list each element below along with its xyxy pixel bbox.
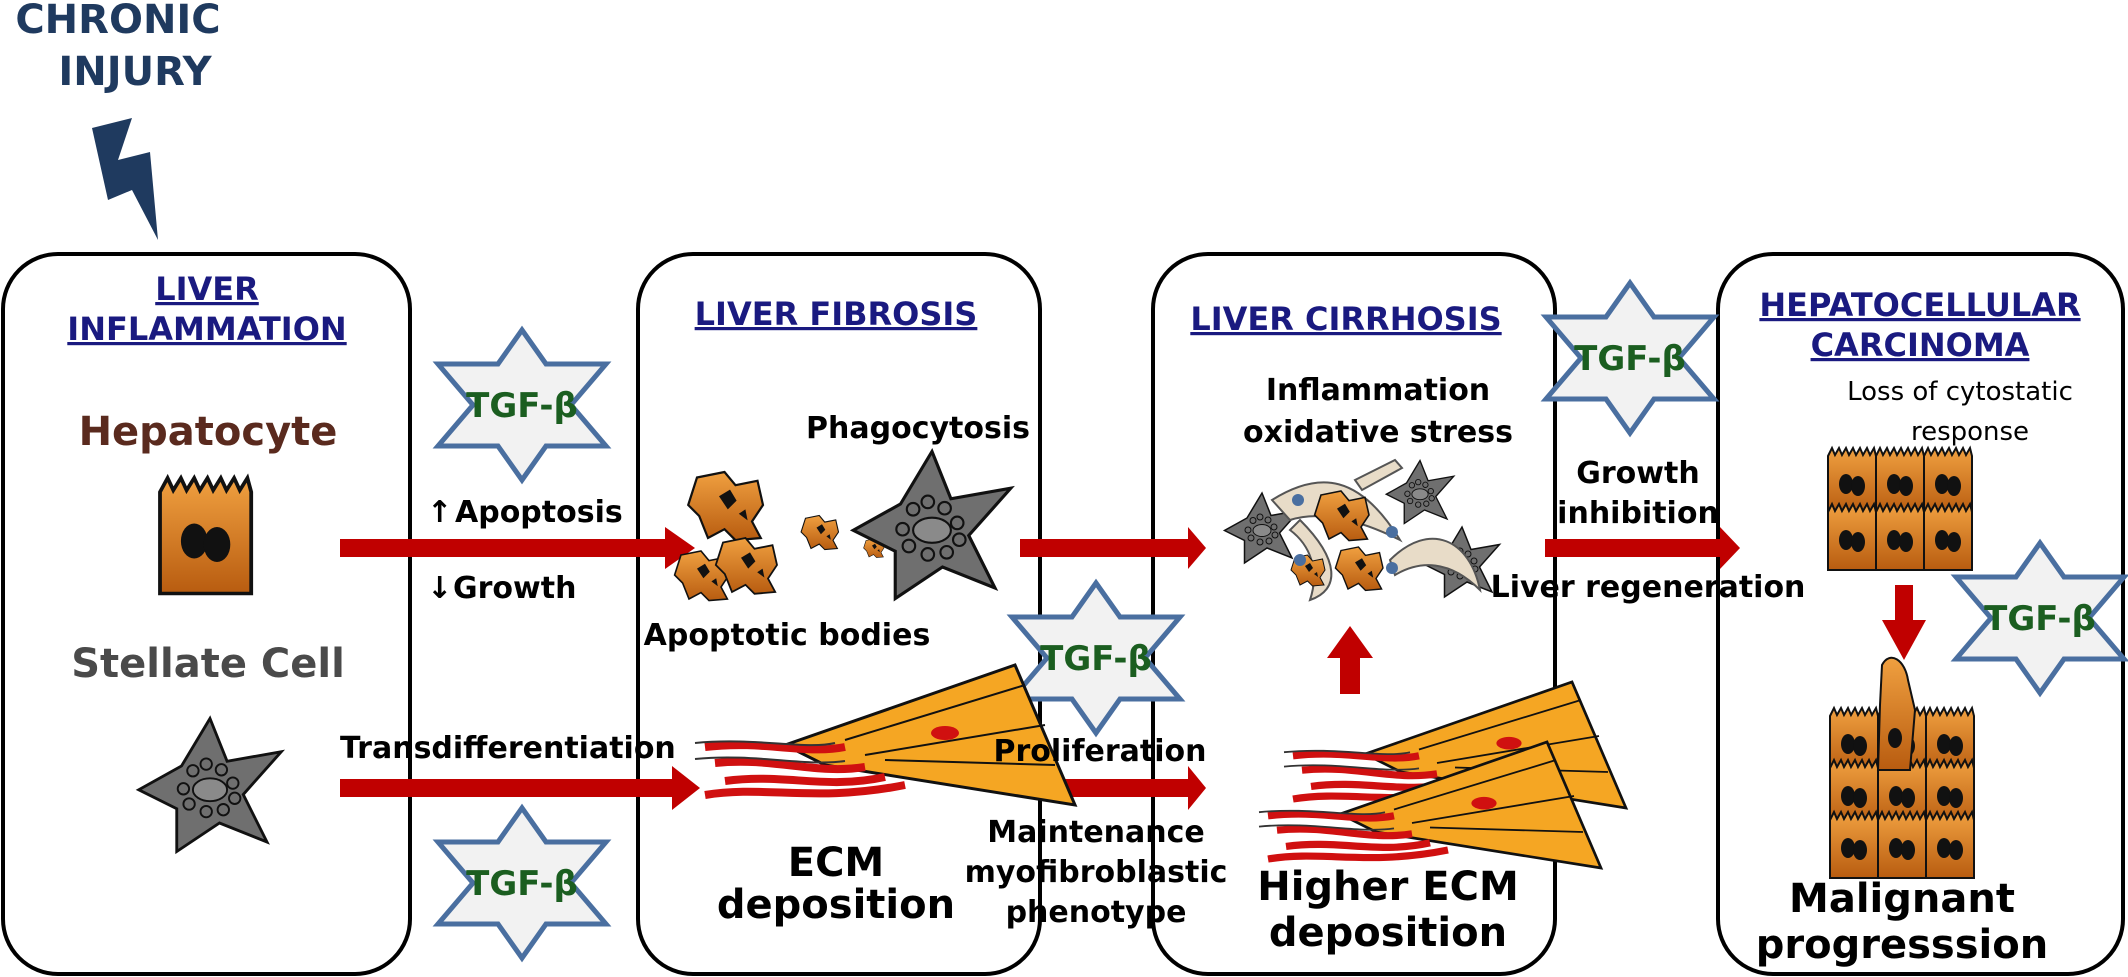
arrow-fibrosis-to-cirrhosis — [1020, 527, 1206, 569]
hepatocyte-label: Hepatocyte — [79, 409, 338, 455]
higher-ecm-label-line2: deposition — [1269, 910, 1507, 956]
down-arrow-icon: ↓ — [427, 571, 452, 606]
tgf-beta-star-3: TGF-β — [1006, 578, 1186, 738]
inflammation-label-line2: oxidative stress — [1243, 415, 1513, 450]
tgf-beta-star-1: TGF-β — [432, 325, 612, 485]
arrow-cirrhosis-to-hcc — [1545, 527, 1740, 569]
header-hcc-line1: HEPATOCELLULAR — [1759, 286, 2080, 324]
maintenance-label-line2: myofibroblastic — [965, 855, 1228, 890]
malignant-label-line1: Malignant — [1789, 876, 2015, 922]
stage-box-hcc — [1716, 252, 2125, 976]
maintenance-label-line3: phenotype — [1006, 895, 1187, 930]
header-inflammation-line2: INFLAMMATION — [67, 310, 346, 348]
arrow-down-hcc — [1882, 585, 1926, 660]
stellate-cell-label: Stellate Cell — [71, 641, 345, 687]
tgf-beta-label-5: TGF-β — [1984, 599, 2096, 639]
liver-regeneration-label: Liver regeneration — [1491, 570, 1806, 605]
tgf-beta-star-4: TGF-β — [1540, 278, 1720, 438]
injury-title-line1: CHRONIC — [15, 0, 220, 43]
tgf-beta-label-3: TGF-β — [1040, 639, 1152, 679]
header-fibrosis: LIVER FIBROSIS — [695, 295, 978, 333]
lightning-bolt-icon — [92, 118, 158, 240]
tgf-beta-label-4: TGF-β — [1574, 339, 1686, 379]
inflamed-cells-cluster-icon — [1223, 458, 1501, 602]
stage-box-inflammation — [1, 252, 412, 976]
header-cirrhosis: LIVER CIRRHOSIS — [1190, 300, 1501, 338]
header-inflammation-line1: LIVER — [155, 270, 259, 308]
loss-cytostatic-label-line1: Loss of cytostatic — [1847, 377, 2073, 407]
tgf-beta-label-1: TGF-β — [466, 386, 578, 426]
arrow-apoptosis — [340, 527, 695, 569]
up-arrow-icon: ↑ — [427, 495, 452, 530]
higher-ecm-label-line1: Higher ECM — [1257, 864, 1519, 910]
apoptosis-label: Apoptosis — [455, 495, 623, 530]
hepatocyte-cell-icon — [158, 476, 254, 596]
growth-inhibition-label-line1: Growth — [1576, 456, 1699, 491]
tgf-beta-label-2: TGF-β — [466, 864, 578, 904]
inflammation-label-line1: Inflammation — [1266, 373, 1490, 408]
injury-title-line2: INJURY — [58, 49, 212, 95]
arrow-up-higher-ecm — [1327, 626, 1373, 694]
malignant-cluster-icon — [1829, 656, 1975, 879]
tgf-beta-star-5: TGF-β — [1950, 538, 2128, 698]
maintenance-label-line1: Maintenance — [987, 815, 1205, 850]
malignant-label-line2: progresssion — [1756, 922, 2048, 968]
apoptotic-bodies-label: Apoptotic bodies — [644, 618, 931, 653]
header-hcc-line2: CARCINOMA — [1811, 326, 2030, 364]
growth-label: Growth — [453, 571, 576, 606]
growth-inhibition-label-line2: inhibition — [1557, 496, 1719, 531]
transdifferentiation-label: Transdifferentiation — [340, 731, 676, 766]
loss-cytostatic-label-line2: response — [1911, 417, 2029, 447]
hepatocyte-cluster-icon — [1827, 447, 1973, 571]
phagocytosis-label: Phagocytosis — [806, 411, 1030, 446]
proliferation-label: Proliferation — [994, 734, 1207, 769]
ecm-label-line1: ECM — [788, 840, 884, 886]
tgf-beta-star-2: TGF-β — [432, 803, 612, 963]
arrow-transdifferentiation — [340, 766, 700, 810]
ecm-label-line2: deposition — [717, 882, 955, 928]
